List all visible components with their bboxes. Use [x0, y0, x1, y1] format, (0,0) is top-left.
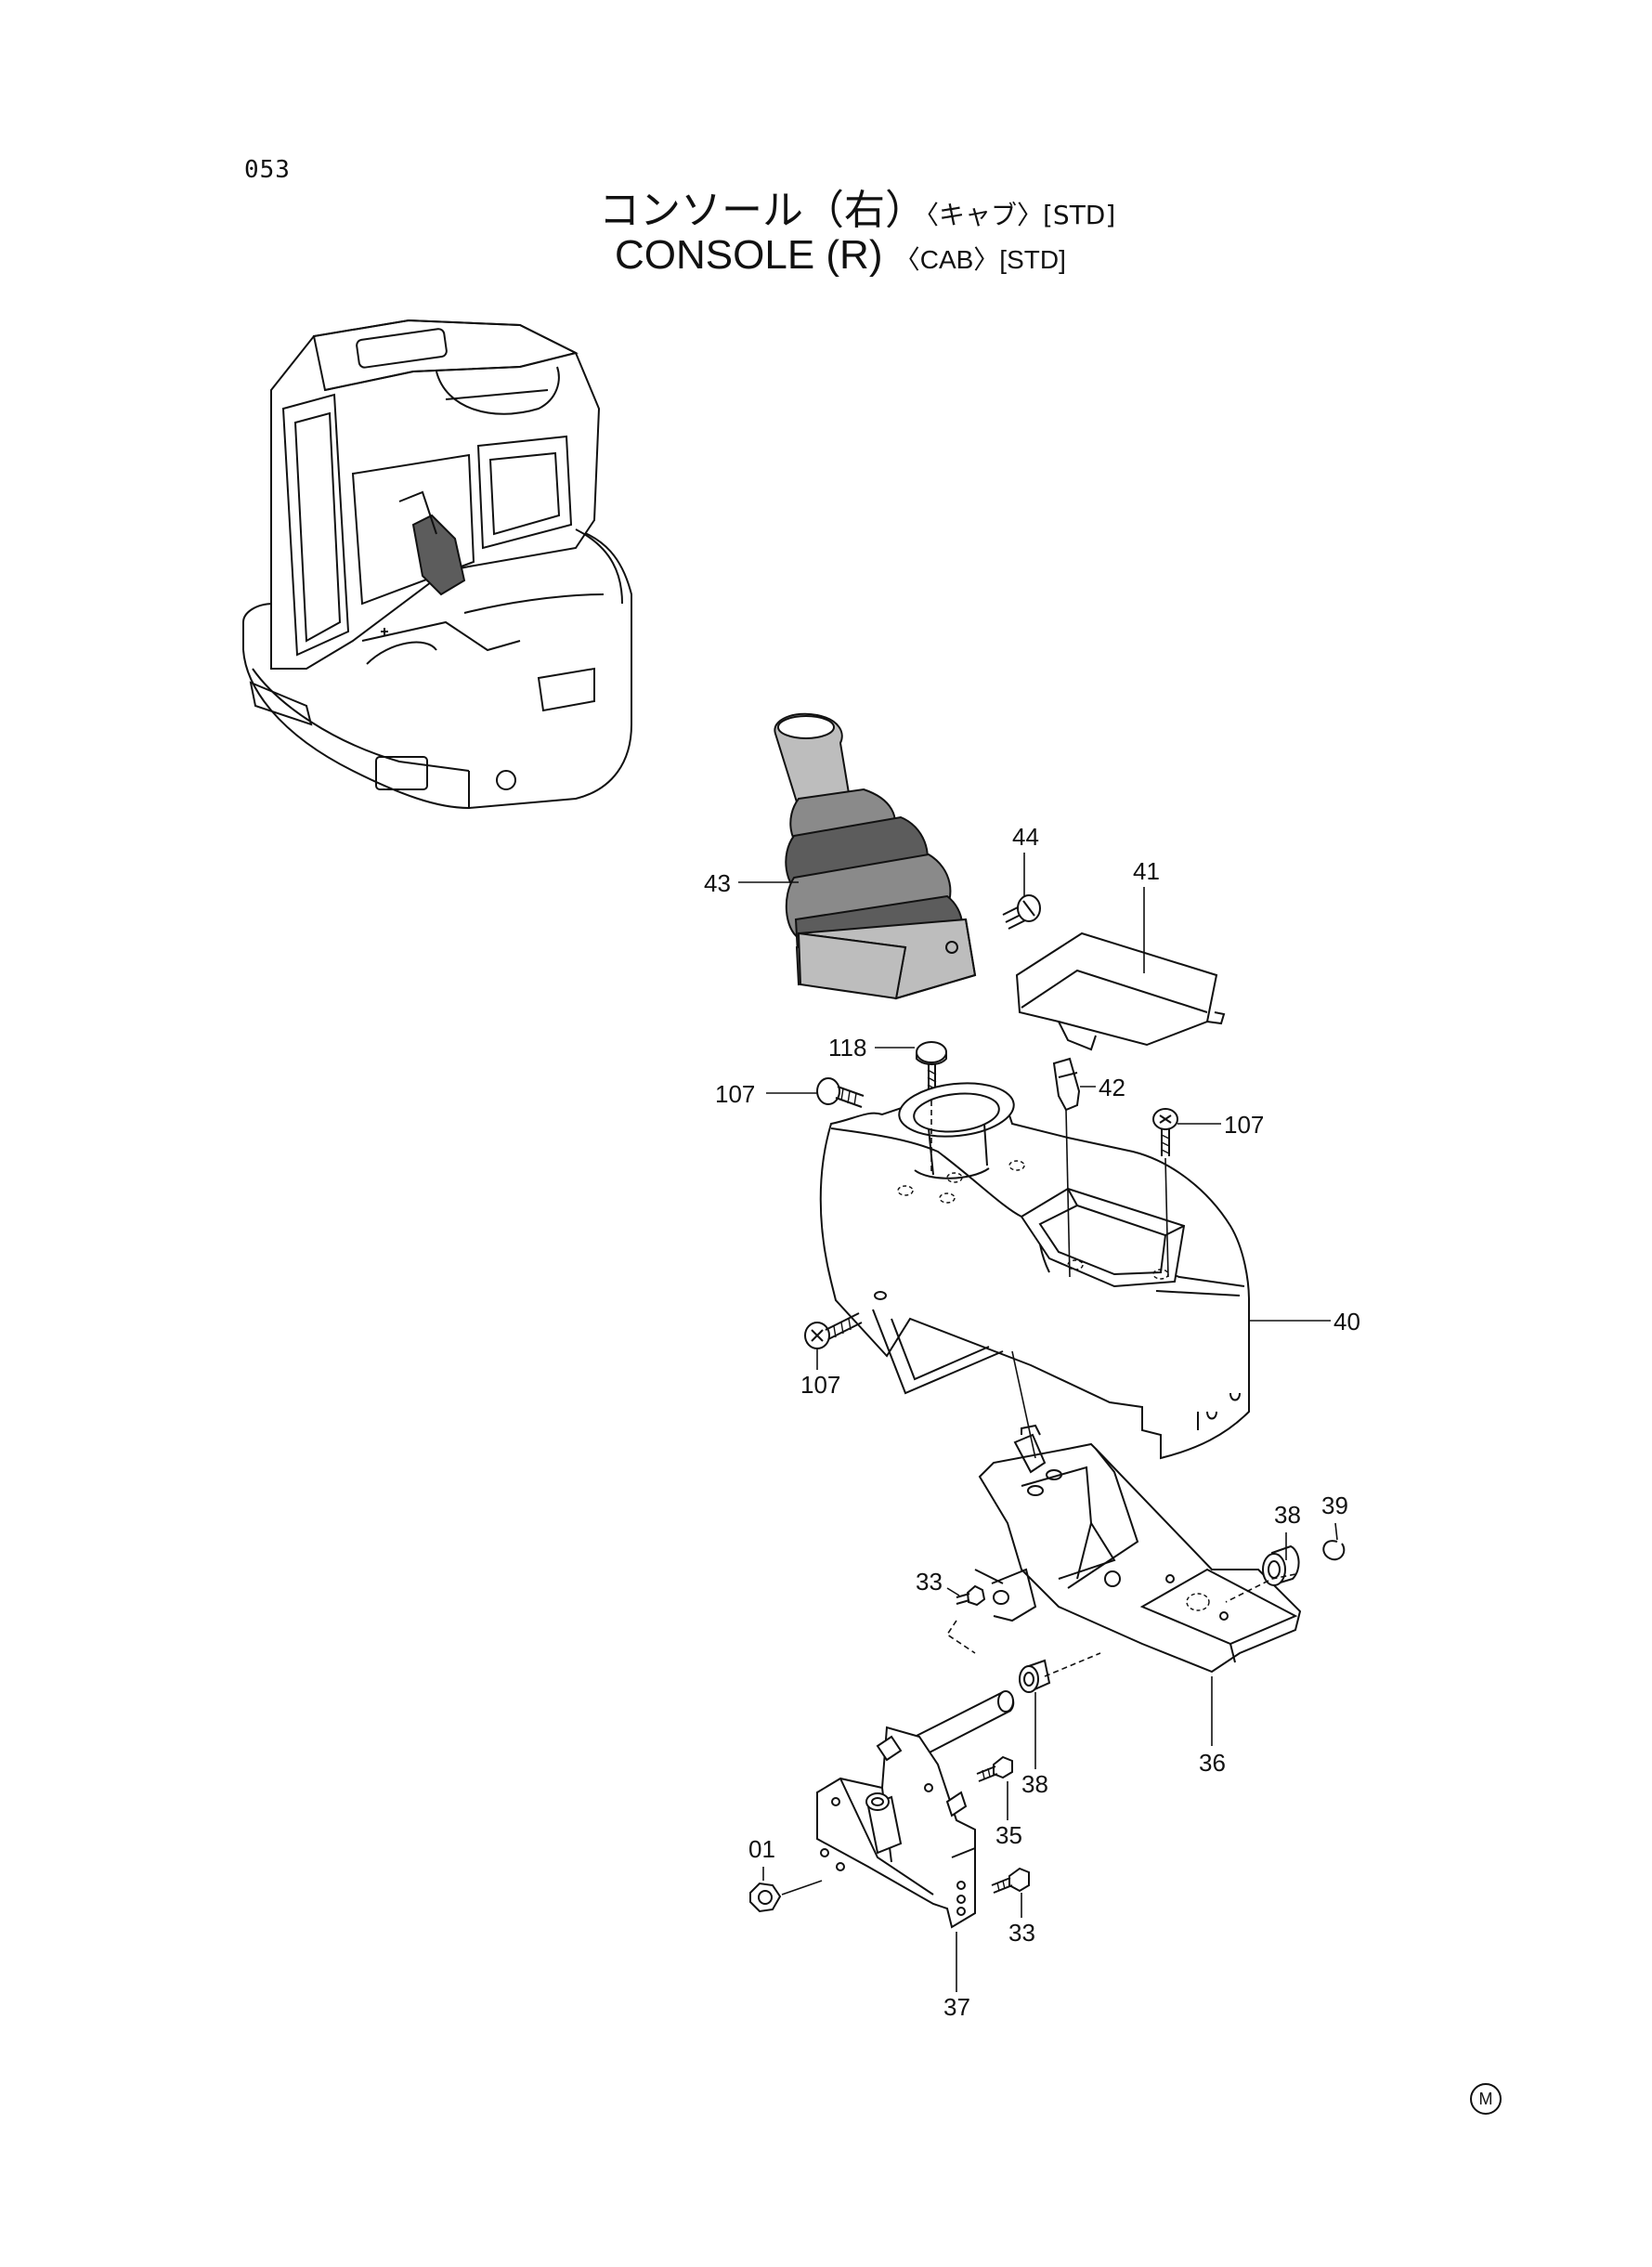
part-42-clip	[1052, 1057, 1081, 1112]
title-jp-main: コンソール（右）	[599, 187, 926, 234]
page-number: 053	[244, 156, 291, 184]
part-43-lever-boot	[774, 712, 977, 1000]
cab-overview-illustration	[242, 319, 632, 810]
part-107-bolt-lower	[804, 1312, 863, 1349]
pivot-pin	[913, 1690, 1015, 1757]
title-japanese: コンソール（右）〈キャブ〉[STD]	[599, 176, 1115, 236]
callout-43: 43	[704, 869, 731, 897]
part-33-bolt-lower	[991, 1867, 1030, 1894]
manufacturer-mark: M	[1470, 2083, 1502, 2115]
part-33-bolt-upper	[956, 1584, 986, 1607]
part-37-base-bracket	[816, 1726, 976, 1929]
part-01-nut	[749, 1882, 782, 1913]
callout-40: 40	[1333, 1308, 1360, 1335]
title-jp-sub: 〈キャブ〉[STD]	[926, 200, 1116, 230]
part-36-bracket	[974, 1424, 1302, 1674]
part-41-cover	[1015, 932, 1226, 1051]
callout-38-lower: 38	[1021, 1770, 1048, 1798]
part-107-screw-right	[1152, 1108, 1178, 1156]
callout-41: 41	[1133, 857, 1160, 885]
title-en-main: CONSOLE (R)	[615, 232, 883, 278]
part-39-snap-ring	[1322, 1540, 1346, 1561]
part-40-console-body	[819, 1082, 1250, 1460]
callout-107-lower: 107	[800, 1371, 840, 1399]
part-35-bolt	[976, 1755, 1013, 1782]
callout-107-upper: 107	[715, 1080, 755, 1108]
callout-33-upper: 33	[916, 1568, 943, 1596]
callout-42: 42	[1099, 1074, 1125, 1101]
title-english: CONSOLE (R) 〈CAB〉[STD]	[615, 232, 1066, 279]
part-107-bolt-upper	[816, 1077, 865, 1108]
part-38-bushing-upper	[1262, 1544, 1300, 1586]
callout-36: 36	[1199, 1749, 1226, 1777]
callout-33-lower: 33	[1008, 1919, 1035, 1947]
callout-labels: 43 44 41 118 107 42 107 40 107 38 39 33 …	[704, 823, 1360, 2021]
callout-38-upper: 38	[1274, 1501, 1301, 1529]
part-44-screw	[1002, 894, 1041, 930]
callout-01: 01	[748, 1835, 775, 1863]
part-118-bolt	[916, 1041, 947, 1096]
title-en-sub: 〈CAB〉[STD]	[893, 245, 1066, 274]
callout-107-right: 107	[1224, 1111, 1264, 1139]
part-38-bushing-lower	[1019, 1659, 1051, 1693]
callout-118: 118	[828, 1034, 866, 1062]
callout-39: 39	[1321, 1492, 1348, 1519]
callout-35: 35	[995, 1821, 1022, 1849]
callout-37: 37	[943, 1993, 970, 2021]
callout-44: 44	[1012, 823, 1039, 851]
leader-lines	[738, 853, 1338, 1992]
